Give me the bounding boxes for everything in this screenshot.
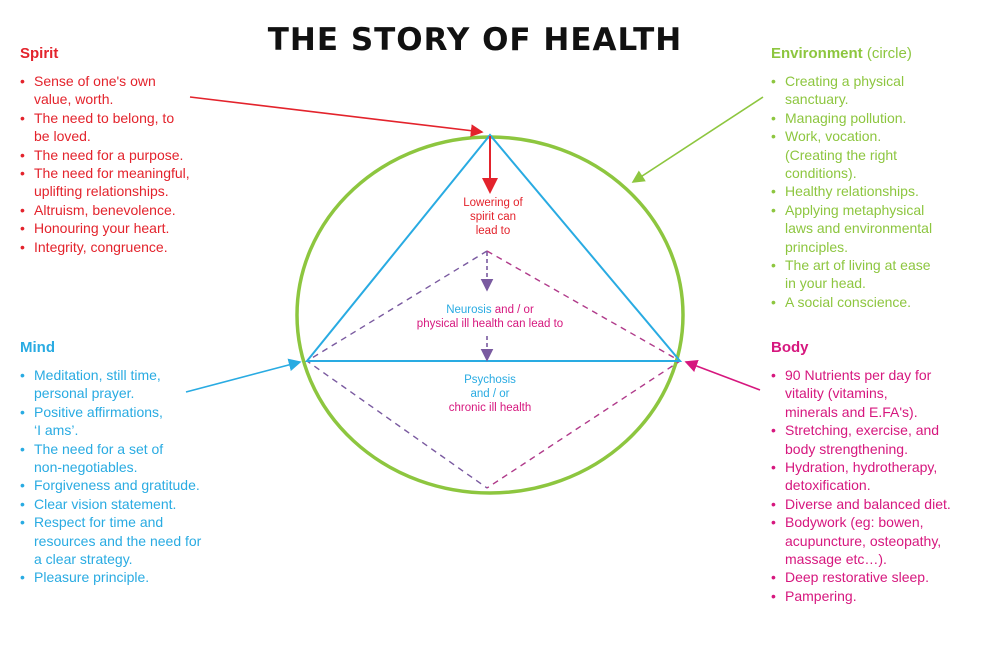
mind-item: Respect for time and resources and the n… — [20, 513, 201, 568]
body-item: Pampering. — [771, 587, 951, 606]
lowering-label: Lowering of spirit can lead to — [393, 196, 593, 238]
mind-pointer-arrow — [185, 358, 302, 393]
mind-item: Pleasure principle. — [20, 568, 201, 587]
body-item: Hydration, hydrotherapy, detoxification. — [771, 458, 951, 495]
environment-pointer-arrow — [631, 96, 764, 183]
mind-item: Clear vision statement. — [20, 495, 201, 514]
diamond-right — [486, 250, 682, 489]
spirit-section: Spirit Sense of one's own value, worth.T… — [20, 45, 190, 256]
environment-item: Managing pollution. — [771, 109, 932, 128]
environment-item: A social conscience. — [771, 293, 932, 312]
body-item: Stretching, exercise, and body strengthe… — [771, 421, 951, 458]
mind-item: Positive affirmations, ‘I ams’. — [20, 403, 201, 440]
environment-heading-note: (circle) — [866, 45, 912, 62]
mind-item: Forgiveness and gratitude. — [20, 476, 201, 495]
spirit-heading: Spirit — [20, 45, 59, 62]
spirit-item: The need to belong, to be loved. — [20, 109, 190, 146]
environment-item: Creating a physical sanctuary. — [771, 72, 932, 109]
spirit-item: The need for a purpose. — [20, 146, 190, 165]
mind-list: Meditation, still time, personal prayer.… — [20, 366, 201, 587]
body-list: 90 Nutrients per day for vitality (vitam… — [771, 366, 951, 606]
environment-item: Work, vocation. (Creating the right cond… — [771, 127, 932, 182]
neurosis-line2: physical ill health can lead to — [416, 318, 564, 330]
neurosis-word: Neurosis — [446, 304, 492, 316]
lowering-line: Lowering of — [463, 197, 523, 209]
spirit-item: Integrity, congruence. — [20, 238, 190, 257]
environment-item: Healthy relationships. — [771, 182, 932, 201]
environment-item: The art of living at ease in your head. — [771, 256, 932, 293]
environment-heading-text: Environment — [771, 45, 863, 62]
lowering-line: spirit can — [469, 211, 517, 223]
mind-item: Meditation, still time, personal prayer. — [20, 366, 201, 403]
page-title: THE STORY OF HEALTH — [267, 22, 683, 58]
spirit-item: Honouring your heart. — [20, 219, 190, 238]
spirit-pointer-arrow — [189, 96, 484, 138]
chronic-line: chronic ill health — [448, 402, 532, 414]
body-heading: Body — [771, 339, 809, 356]
psychosis-label: Psychosis and / or chronic ill health — [390, 373, 590, 415]
neurosis-rest: and / or — [491, 304, 534, 316]
diamond-left — [305, 250, 488, 489]
environment-section: Environment (circle) Creating a physical… — [771, 45, 932, 312]
environment-list: Creating a physical sanctuary.Managing p… — [771, 72, 932, 312]
spirit-item: Sense of one's own value, worth. — [20, 72, 190, 109]
mind-heading: Mind — [20, 339, 55, 356]
body-item: Bodywork (eg: bowen, acupuncture, osteop… — [771, 513, 951, 568]
environment-heading: Environment (circle) — [771, 45, 932, 62]
body-item: Deep restorative sleep. — [771, 568, 951, 587]
body-item: 90 Nutrients per day for vitality (vitam… — [771, 366, 951, 421]
lowering-line: lead to — [475, 225, 511, 237]
neurosis-label: Neurosis and / or physical ill health ca… — [390, 303, 590, 331]
spirit-list: Sense of one's own value, worth.The need… — [20, 72, 190, 256]
body-section: Body 90 Nutrients per day for vitality (… — [771, 339, 951, 606]
body-item: Diverse and balanced diet. — [771, 495, 951, 514]
mind-item: The need for a set of non-negotiables. — [20, 440, 201, 477]
environment-item: Applying metaphysical laws and environme… — [771, 201, 932, 256]
psychosis-line: Psychosis — [464, 374, 516, 386]
psychosis-line: and / or — [470, 388, 510, 400]
spirit-item: The need for meaningful, uplifting relat… — [20, 164, 190, 201]
spirit-item: Altruism, benevolence. — [20, 201, 190, 220]
triangle — [304, 133, 683, 362]
body-pointer-arrow — [684, 359, 761, 391]
mind-section: Mind Meditation, still time, personal pr… — [20, 339, 201, 587]
